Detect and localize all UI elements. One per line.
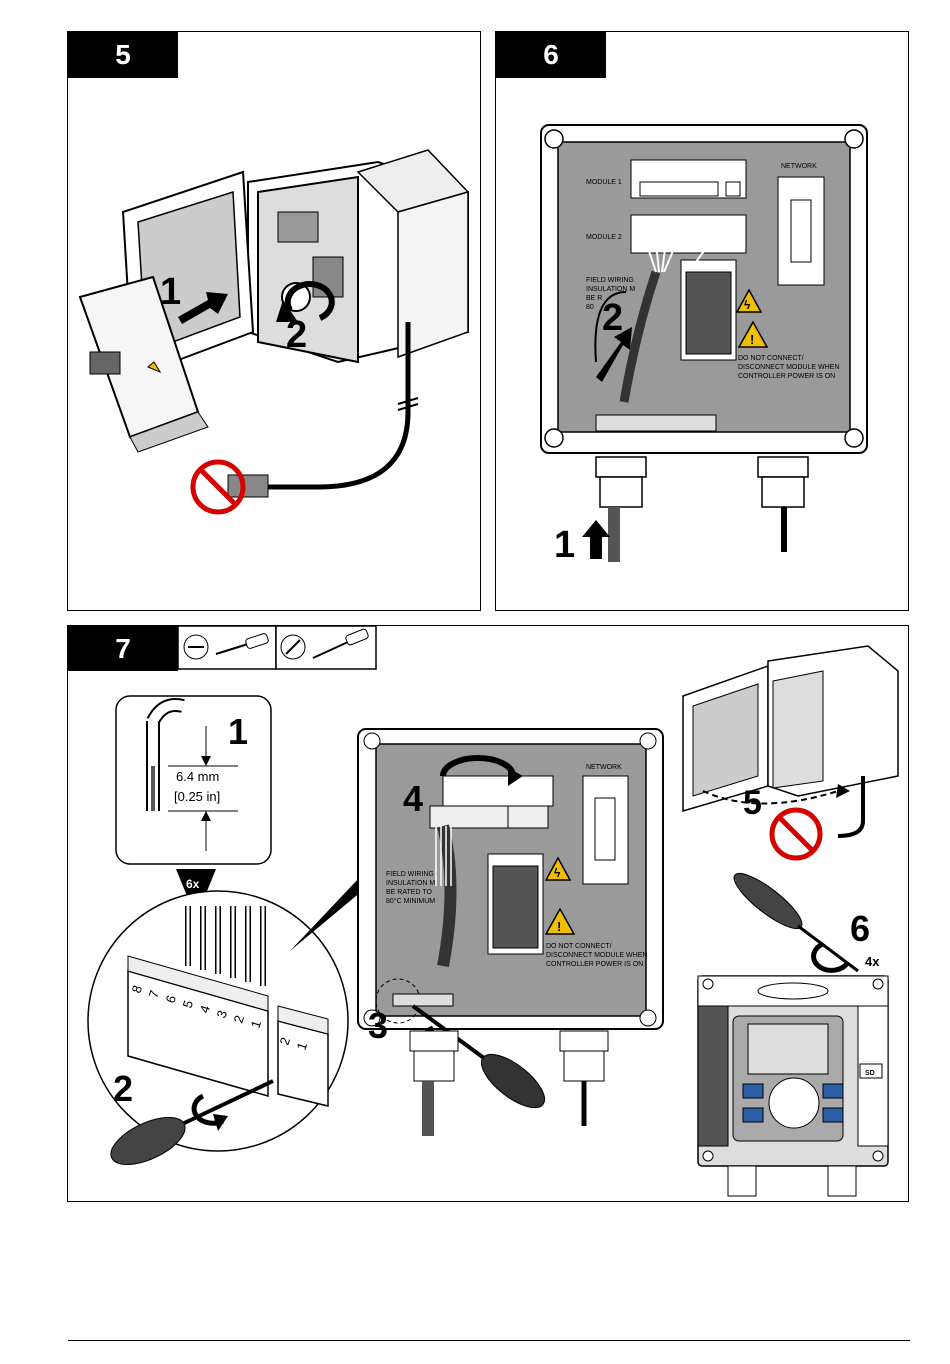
warning-line-2: DISCONNECT MODULE WHEN — [738, 364, 839, 371]
step-6-number: 6 — [496, 32, 606, 78]
terminal-block-2pin — [277, 1005, 329, 1107]
no-power-icon — [769, 807, 823, 861]
callout-6: 6 — [850, 908, 870, 949]
count-4x: 4x — [865, 954, 880, 969]
terminal-8: 8 — [129, 983, 146, 995]
terminal-7: 7 — [146, 988, 163, 1000]
callout-2: 2 — [286, 314, 307, 356]
step-6-illustration: MODULE 1 MODULE 2 NETWORK FIELD WIRING I… — [540, 124, 868, 566]
sd-label: SD — [865, 1070, 875, 1077]
step-7-number: 7 — [68, 626, 178, 671]
step-6-panel: 6 MODULE 1 MODULE 2 NETWORK FIELD WIRING… — [495, 31, 909, 611]
warning-icon: ! — [544, 907, 576, 935]
terminal-1: 1 — [248, 1018, 265, 1030]
warning-line-3: CONTROLLER POWER IS ON — [546, 961, 643, 968]
no-power-icon — [190, 459, 246, 515]
svg-text:ϟ: ϟ — [554, 866, 561, 880]
step-5-number: 5 — [68, 32, 178, 78]
phillips-screwdriver-icon — [275, 626, 377, 670]
warning-line-1: DO NOT CONNECT/ — [546, 943, 612, 950]
terminal-4: 4 — [197, 1003, 214, 1015]
step-5-illustration: 1 2 — [78, 149, 470, 515]
callout-5: 5 — [743, 784, 762, 822]
electrical-hazard-icon: ϟ — [735, 288, 763, 313]
warning-line-3: CONTROLLER POWER IS ON — [738, 373, 835, 380]
field-wiring-line-3: BE RATED TO — [386, 889, 432, 896]
strip-length-mm: 6.4 mm — [176, 769, 219, 784]
electrical-hazard-icon: ϟ — [544, 856, 572, 881]
controller-front: SD — [697, 975, 889, 1197]
warning-line-2: DISCONNECT MODULE WHEN — [546, 952, 647, 959]
svg-text:!: ! — [557, 919, 561, 934]
callout-1: 1 — [554, 524, 575, 566]
step-7-illustration: 6.4 mm [0.25 in] 1 6x 8 7 6 5 4 3 2 1 2 … — [87, 626, 899, 1197]
page-footer-rule — [68, 1340, 910, 1341]
terminal-1-right: 1 — [294, 1040, 311, 1052]
svg-text:BE R: BE R — [586, 295, 602, 302]
terminal-6: 6 — [163, 993, 180, 1005]
module-1-label: MODULE 1 — [586, 179, 622, 186]
svg-text:INSULATION M: INSULATION M — [586, 286, 635, 293]
callout-3: 3 — [368, 1005, 388, 1046]
callout-2: 2 — [113, 1068, 133, 1109]
warning-line-1: DO NOT CONNECT/ — [738, 355, 804, 362]
svg-text:!: ! — [750, 332, 754, 347]
step-7-panel: 7 6.4 mm [0.25 in] 1 — [67, 625, 909, 1202]
network-label: NETWORK — [781, 163, 817, 170]
svg-text:80: 80 — [586, 304, 594, 311]
terminal-2-right: 2 — [277, 1035, 294, 1047]
field-wiring-line-1: FIELD WIRING — [586, 277, 634, 284]
network-label: NETWORK — [586, 764, 622, 771]
callout-1: 1 — [160, 271, 181, 313]
count-6x-a: 6x — [186, 877, 200, 891]
field-wiring-line-4: 80 — [586, 304, 594, 311]
field-wiring-line-3: BE R — [586, 295, 602, 302]
terminal-2: 2 — [231, 1013, 248, 1025]
strip-length-in: [0.25 in] — [174, 789, 220, 804]
module-2-label: MODULE 2 — [586, 234, 622, 241]
count-6x-b: 6x — [310, 945, 324, 959]
terminal-block-8pin — [127, 955, 269, 1097]
field-wiring-line-1: FIELD WIRING — [386, 871, 434, 878]
callout-4: 4 — [403, 778, 423, 819]
field-wiring-line-2: INSULATION M — [386, 880, 435, 887]
flat-screwdriver-icon — [177, 626, 277, 670]
svg-text:ϟ: ϟ — [744, 298, 751, 312]
svg-text:FIELD WIRING: FIELD WIRING — [586, 277, 634, 284]
terminal-3: 3 — [214, 1008, 231, 1020]
callout-2: 2 — [602, 297, 623, 339]
step-5-panel: 5 1 2 — [67, 31, 481, 611]
field-wiring-line-2: INSULATION M — [586, 286, 635, 293]
callout-1: 1 — [228, 711, 248, 752]
field-wiring-line-4: 80°C MINIMUM — [386, 897, 435, 905]
terminal-5: 5 — [180, 998, 197, 1010]
warning-icon: ! — [737, 320, 769, 348]
